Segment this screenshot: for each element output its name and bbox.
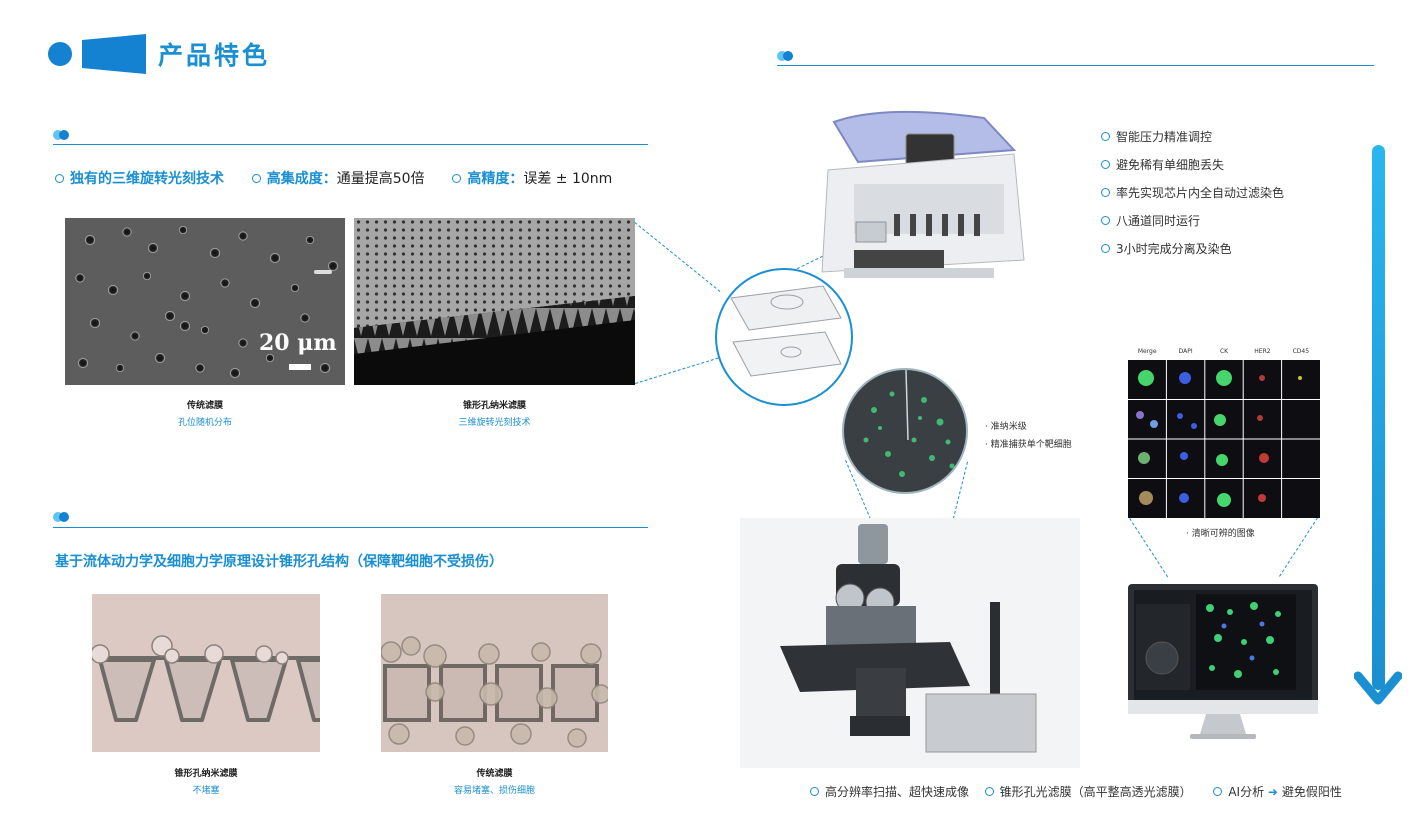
- callout-line: [634, 222, 721, 293]
- clogged-structure-svg: [381, 636, 608, 748]
- scale-bar-label: 20 μm: [259, 330, 337, 356]
- fluorescence-grid-svg: [1128, 360, 1320, 518]
- fluorescence-panel: Merge DAPI CK HER2 CD45: [1128, 348, 1320, 520]
- header-trapezoid-icon: [82, 34, 146, 74]
- bottom-feature-line: 高分辨率扫描、超快速成像 锥形孔光滤膜（高平整高透光滤膜） AI分析 ➜ 避免假…: [810, 783, 1342, 800]
- traditional-micrograph: [381, 594, 608, 752]
- bullet-item: 八通道同时运行: [1101, 212, 1284, 240]
- caption-cone: 锥形孔纳米滤膜 三维旋转光刻技术: [354, 398, 635, 428]
- panel-header: Merge: [1137, 348, 1157, 355]
- chip-magnifier: [715, 268, 853, 406]
- cells-svg: [863, 370, 955, 477]
- microscope-illustration: [740, 518, 1080, 768]
- panel-header: DAPI: [1178, 348, 1193, 355]
- callout-line: [635, 356, 724, 384]
- bottom-item: 高分辨率扫描、超快速成像: [810, 785, 969, 799]
- micro-note-1: · 准纳米级: [985, 422, 1027, 432]
- arrow-right-icon: ➜: [1267, 785, 1278, 799]
- analysis-monitor-illustration: [1128, 584, 1318, 739]
- random-pores-svg: [75, 226, 338, 378]
- caption-subtitle: 容易堵塞、损伤细胞: [453, 786, 535, 796]
- bullet-item: 率先实现芯片内全自动过滤染色: [1101, 184, 1284, 212]
- caption-title: 锥形孔纳米滤膜: [174, 769, 238, 779]
- section1-rule: [53, 144, 648, 145]
- caption-subtitle: 三维旋转光刻技术: [458, 418, 531, 428]
- panel-header: CK: [1219, 348, 1229, 355]
- callout-line: [1129, 518, 1169, 578]
- page-title: 产品特色: [158, 41, 271, 70]
- caption-title: 传统滤膜: [476, 769, 513, 779]
- chip-svg: [730, 285, 842, 377]
- traditional-membrane-image: 20 μm: [65, 218, 345, 385]
- micro-note-2: · 精准捕获单个靶细胞: [985, 440, 1072, 450]
- section2-dots-icon: [53, 512, 71, 522]
- right-dots-icon: [777, 51, 795, 61]
- flow-arrow-shaft: [1372, 145, 1385, 690]
- cone-structure-svg: [92, 635, 320, 722]
- caption-subtitle: 不堵塞: [192, 786, 220, 796]
- section1-dots-icon: [53, 130, 71, 140]
- feature-2: 高集成度：通量提高50倍: [251, 171, 425, 187]
- section2-heading: 基于流体动力学及细胞力学原理设计锥形孔结构（保障靶细胞不受损伤）: [55, 554, 503, 570]
- panel-header: HER2: [1254, 348, 1271, 355]
- feature-bullet-list: 智能压力精准调控 避免稀有单细胞丢失 率先实现芯片内全自动过滤染色 八通道同时运…: [1101, 128, 1284, 268]
- bottom-item: 锥形孔光滤膜（高平整高透光滤膜）: [984, 785, 1192, 799]
- ordered-pores-svg: [354, 218, 635, 354]
- bullet-item: 避免稀有单细胞丢失: [1101, 156, 1284, 184]
- cone-micrograph: [92, 594, 320, 752]
- feature-3: 高精度：误差 ± 10nm: [452, 171, 612, 187]
- feature-1: 独有的三维旋转光刻技术: [55, 171, 224, 187]
- caption-traditional-2: 传统滤膜 容易堵塞、损伤细胞: [381, 766, 608, 796]
- caption-traditional: 传统滤膜 孔位随机分布: [65, 398, 345, 428]
- panel-header: CD45: [1292, 348, 1310, 355]
- right-rule: [777, 65, 1374, 66]
- bottom-item: AI分析 ➜ 避免假阳性: [1213, 785, 1342, 799]
- header-circle-icon: [48, 42, 72, 66]
- flow-arrow-down-icon: [1354, 671, 1402, 705]
- caption-subtitle: 孔位随机分布: [177, 418, 232, 428]
- panel-caption: · 清晰可辨的图像: [1186, 529, 1255, 539]
- cone-pore-membrane-image: [354, 218, 635, 385]
- cell-capture-magnifier: [842, 368, 968, 494]
- feature-row: 独有的三维旋转光刻技术 高集成度：通量提高50倍 高精度：误差 ± 10nm: [55, 168, 612, 188]
- section2-rule: [53, 527, 648, 528]
- caption-title: 锥形孔纳米滤膜: [462, 401, 526, 411]
- callout-line: [1279, 517, 1318, 577]
- bullet-item: 智能压力精准调控: [1101, 128, 1284, 156]
- caption-cone-2: 锥形孔纳米滤膜 不堵塞: [92, 766, 320, 796]
- filtration-instrument-illustration: [821, 110, 1025, 278]
- caption-title: 传统滤膜: [186, 401, 223, 411]
- bullet-item: 3小时完成分离及染色: [1101, 240, 1284, 268]
